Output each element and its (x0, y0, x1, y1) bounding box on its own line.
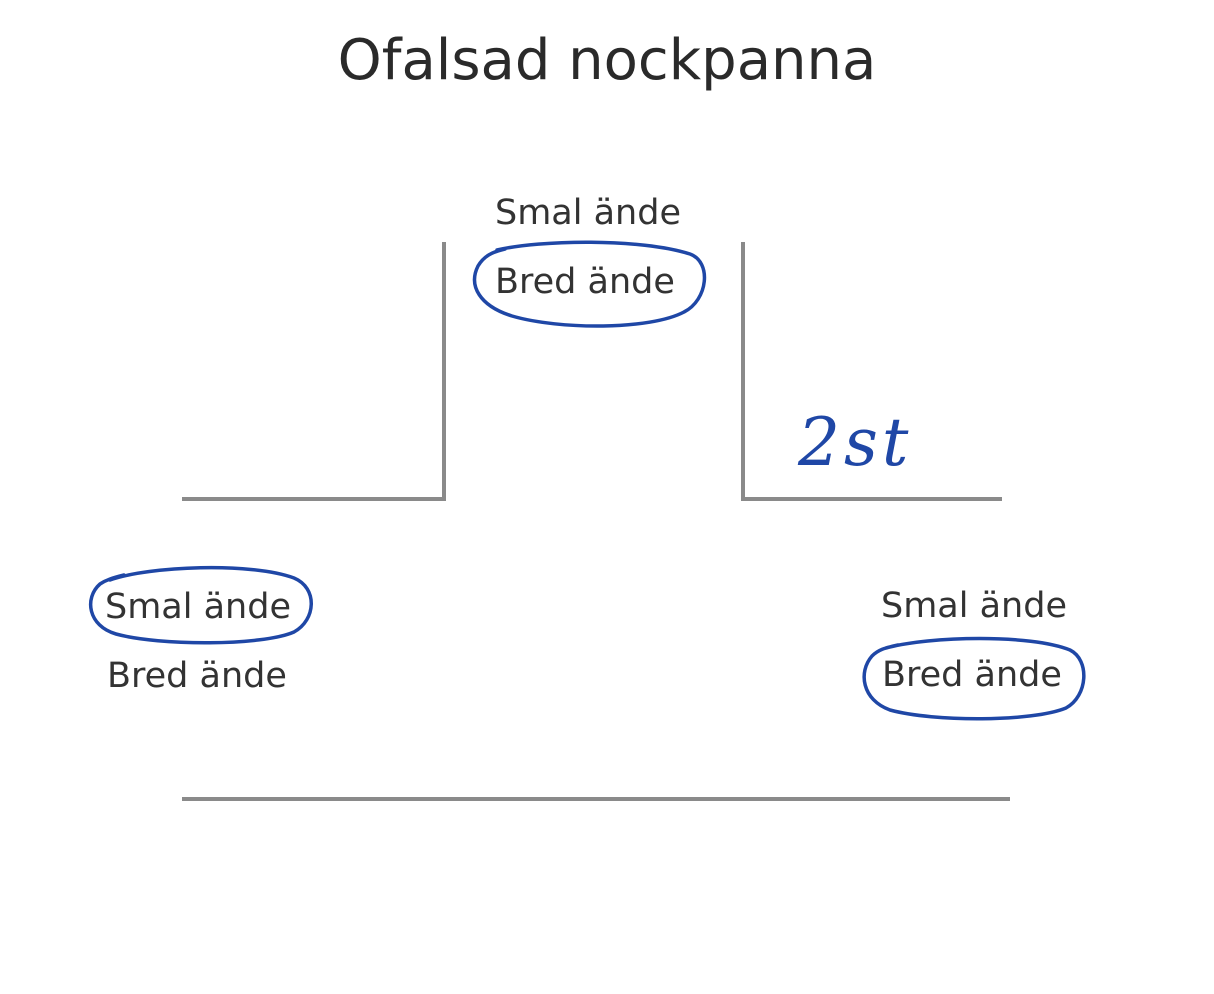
handwritten-quantity-note: 2st (798, 404, 913, 481)
ink-circles (89, 240, 1086, 721)
left-narrow-circle (89, 565, 313, 645)
right-bracket-line (741, 242, 1002, 501)
left-narrow-end-label: Smal ände (105, 587, 291, 627)
right-narrow-end-label: Smal ände (881, 586, 1067, 626)
diagram-lines (182, 242, 1010, 801)
right-wide-circle (862, 636, 1086, 721)
top-wide-end-label: Bred ände (495, 262, 675, 302)
right-wide-end-label: Bred ände (882, 655, 1062, 695)
left-wide-end-label: Bred ände (107, 656, 287, 696)
top-wide-circle (472, 240, 707, 328)
page-title: Ofalsad nockpanna (337, 28, 877, 93)
left-bracket-line (182, 242, 446, 501)
top-narrow-end-label: Smal ände (495, 193, 681, 233)
